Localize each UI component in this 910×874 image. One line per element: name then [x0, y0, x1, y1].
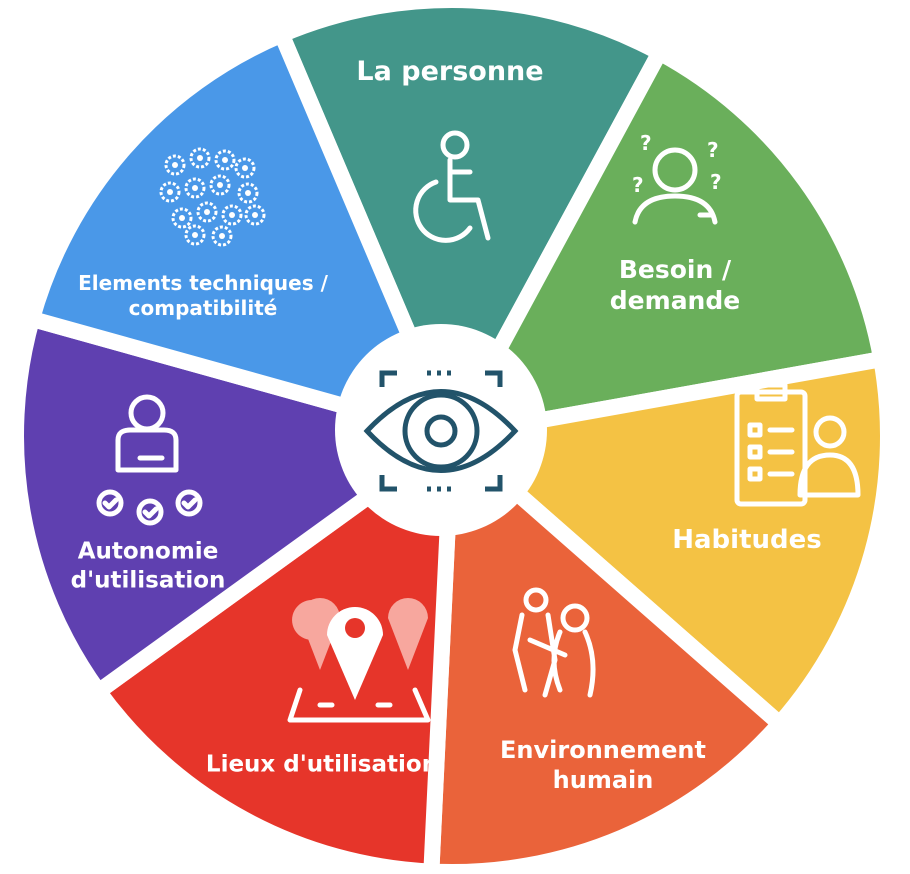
segment-3 [423, 419, 791, 874]
label-line: d'utilisation [70, 567, 226, 593]
label-besoin-demande: Besoin /demande [610, 254, 740, 317]
label-elements-techniques: Elements techniques /compatibilité [78, 271, 328, 321]
segment-6 [22, 24, 466, 449]
svg-text:?: ? [640, 131, 652, 155]
checklist-person-icon [734, 382, 861, 507]
segment-1 [437, 41, 891, 447]
label-lieux-utilisation: Lieux d'utilisation [205, 751, 439, 778]
label-line: Environnement [500, 736, 706, 764]
label-line: Autonomie [77, 538, 219, 565]
segment-4 [87, 419, 461, 874]
gears-icon [159, 147, 266, 247]
map-pin-icon [287, 598, 431, 723]
segment-0 [271, 0, 671, 455]
center-circle [335, 324, 547, 536]
person-checks-icon [96, 394, 203, 526]
label-line: Besoin / [618, 254, 732, 284]
label-habitudes: Habitudes [672, 524, 822, 555]
svg-text:?: ? [710, 170, 722, 194]
eye-focus-icon [363, 370, 519, 492]
label-line: compatibilité [128, 296, 278, 320]
label-la-personne: La personne [356, 56, 544, 88]
label-line: humain [552, 766, 654, 794]
svg-text:?: ? [632, 173, 644, 197]
caregiver-icon [512, 587, 596, 698]
person-questions-icon: ???? [632, 131, 722, 225]
svg-text:?: ? [707, 138, 719, 162]
label-line: demande [609, 286, 741, 315]
wheelchair-icon [413, 130, 491, 243]
label-line: Elements techniques / [78, 271, 328, 295]
